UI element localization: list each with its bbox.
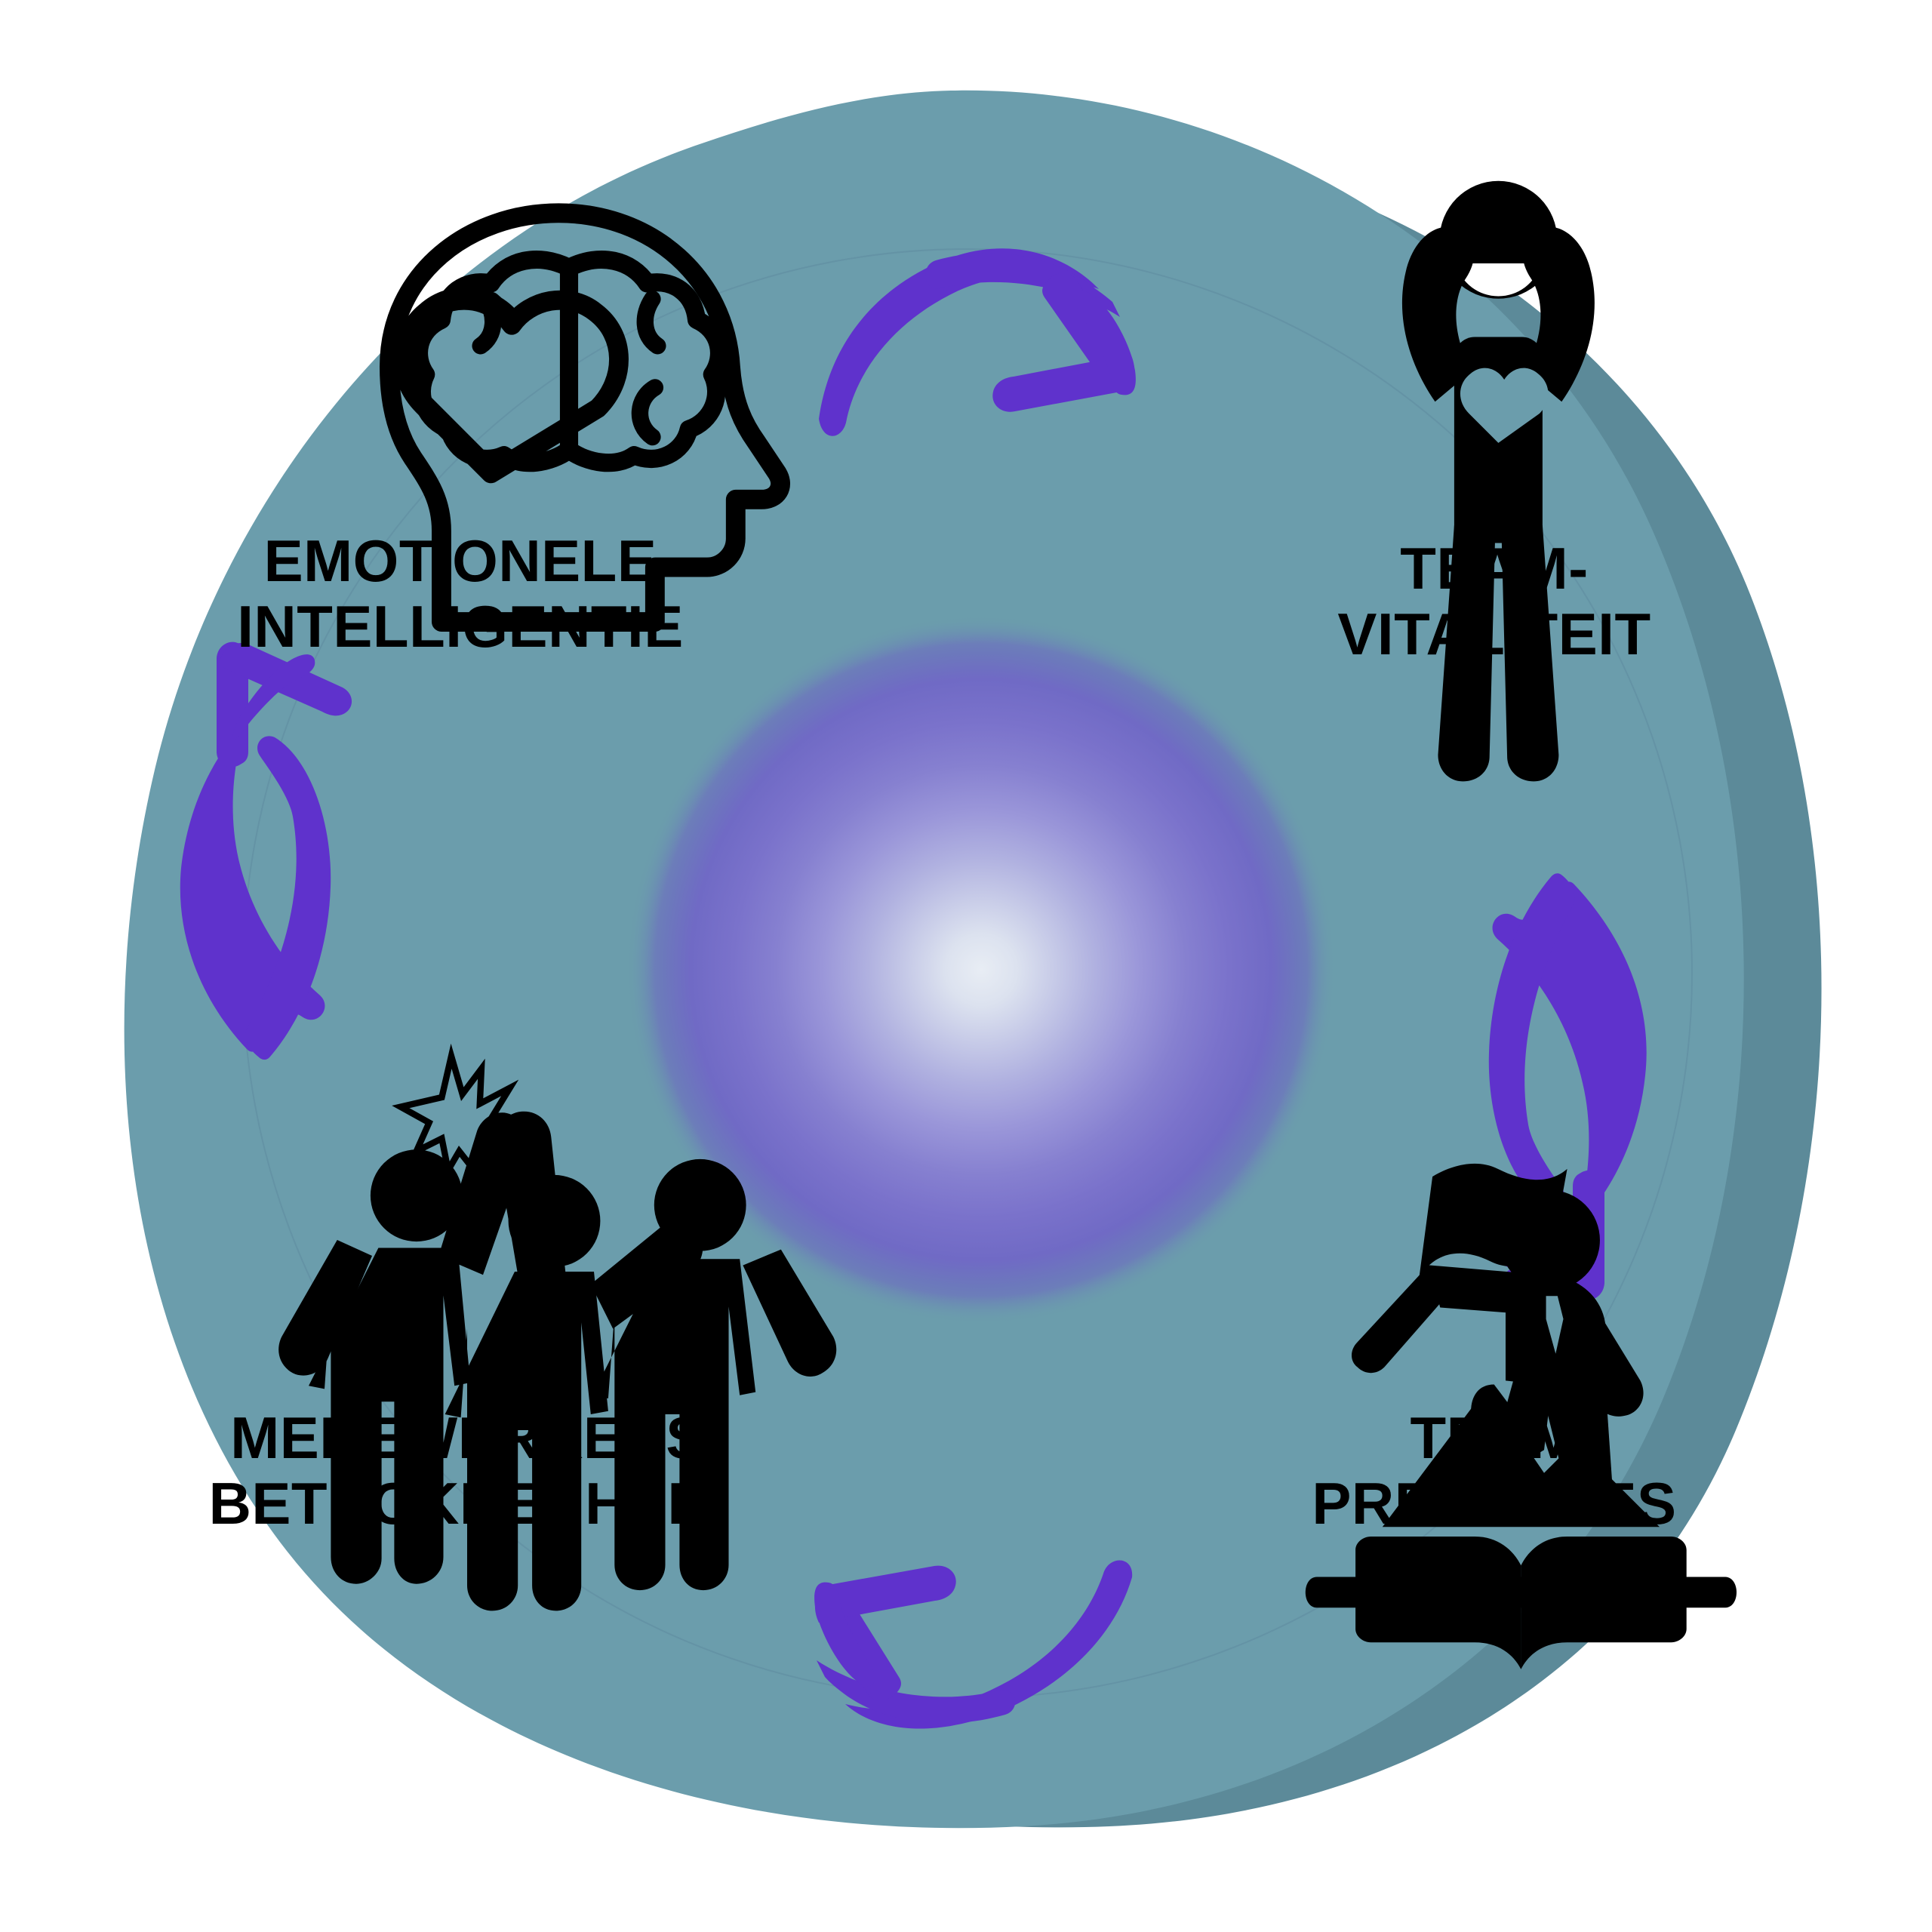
node-label-medewerkers-betrokkenheid: MEDEWERKERS BETROKKENHEID bbox=[208, 1404, 728, 1537]
curved-arrow-up-icon bbox=[180, 641, 352, 1060]
node-label-emotionele-intelligentie: EMOTIONELE INTELLIGENTIE bbox=[237, 528, 684, 660]
node-label-team-prestaties: TEAM PRESTATIES bbox=[1312, 1404, 1677, 1537]
person-arms-raised-heart-icon bbox=[1401, 180, 1595, 782]
curved-arrow-right-icon bbox=[819, 248, 1136, 436]
head-brain-heart-icon bbox=[380, 203, 790, 632]
flag-mountain-book-icon bbox=[1305, 1163, 1737, 1669]
three-people-highfive-icon bbox=[278, 1043, 837, 1611]
curved-arrow-left-icon bbox=[814, 1560, 1133, 1729]
node-label-team-vitaliteit: TEAM- VITALITEIT bbox=[1337, 535, 1651, 668]
center-glow bbox=[626, 615, 1336, 1324]
